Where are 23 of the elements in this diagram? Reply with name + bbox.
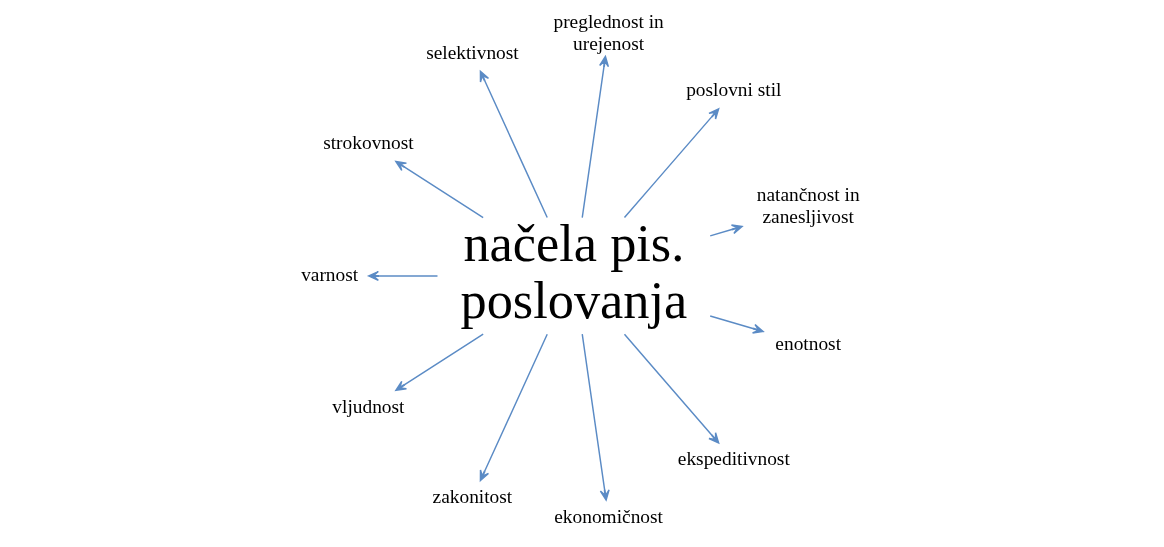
node-text: poslovni stil bbox=[685, 79, 781, 101]
arrow bbox=[479, 70, 548, 219]
node-text: selektivnost bbox=[425, 41, 519, 63]
node-text: preglednost in urejenost bbox=[552, 11, 664, 54]
arrow bbox=[479, 333, 548, 482]
node-text: enotnost bbox=[774, 332, 841, 354]
node-text: zakonitost bbox=[432, 485, 512, 507]
node-text: ekspeditivnost bbox=[677, 448, 790, 470]
arrow bbox=[623, 108, 719, 219]
node-text: vljudnost bbox=[331, 395, 404, 417]
arrow bbox=[394, 333, 484, 391]
arrow bbox=[581, 55, 609, 219]
node-text: natančnost in zanesljivost bbox=[756, 184, 860, 227]
node-text: načela pis. poslovanja bbox=[460, 213, 687, 329]
arrow bbox=[708, 224, 743, 237]
node-text: strokovnost bbox=[322, 131, 414, 153]
node-text: ekonomičnost bbox=[553, 505, 663, 527]
arrow bbox=[708, 315, 764, 334]
arrow bbox=[394, 160, 484, 219]
arrow bbox=[623, 333, 719, 444]
arrow bbox=[367, 270, 438, 281]
node-text: varnost bbox=[300, 263, 358, 285]
arrow bbox=[581, 333, 610, 501]
